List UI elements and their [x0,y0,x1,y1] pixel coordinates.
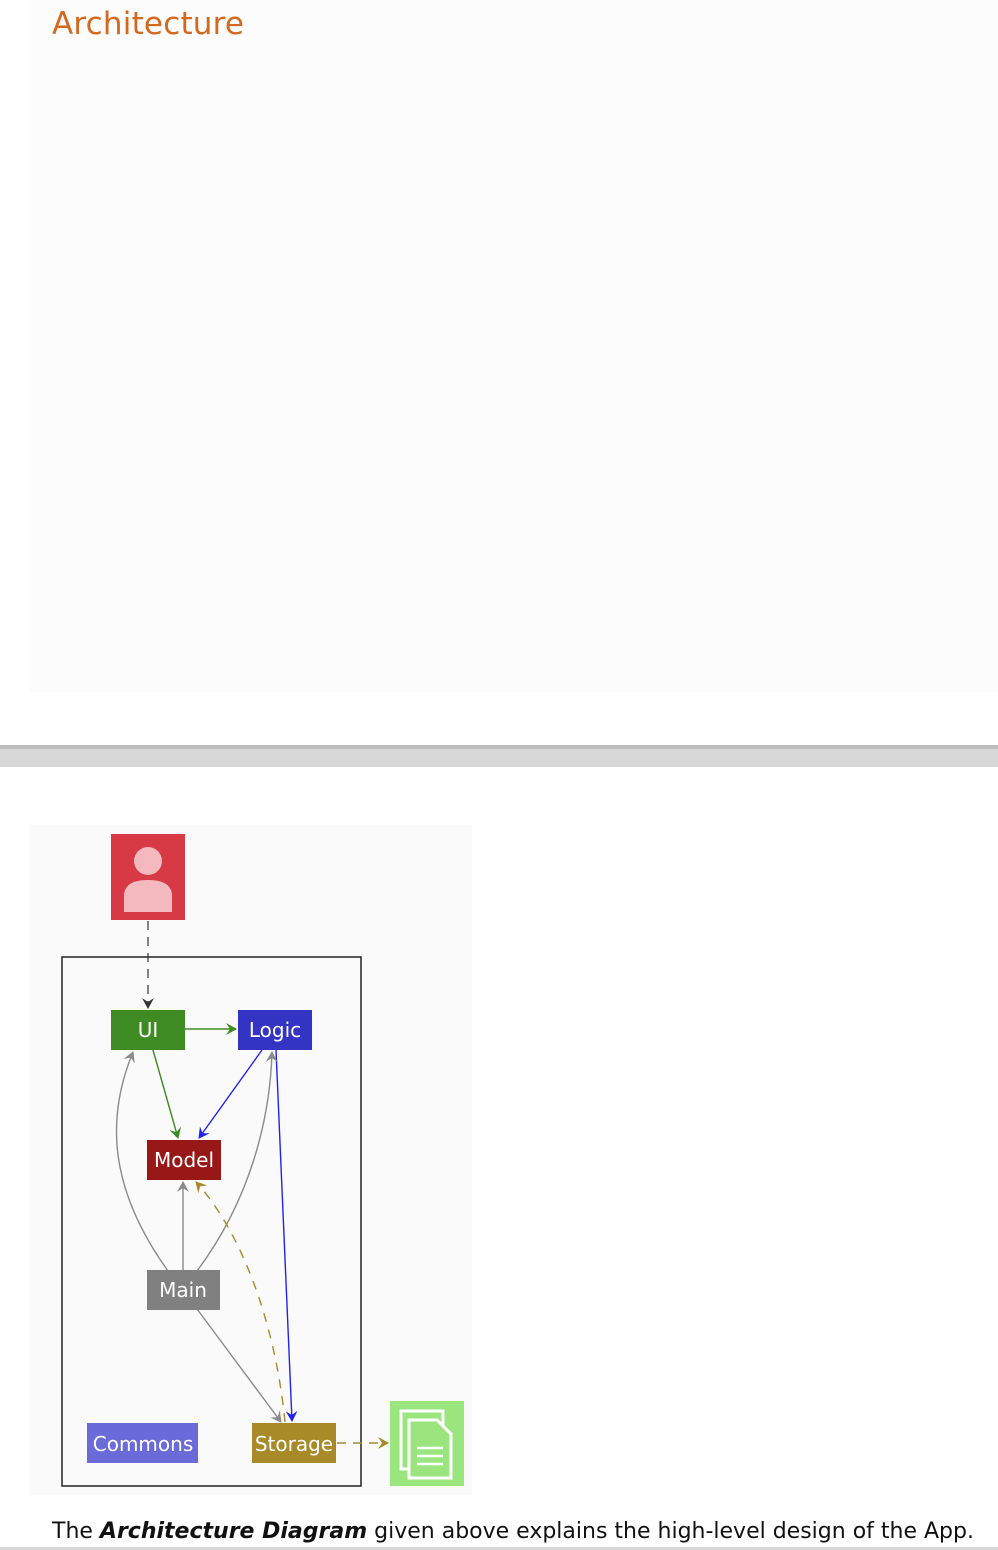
bottom-rule [0,1547,998,1550]
storage-to-model-arrow [195,1181,286,1423]
file-icon [390,1401,464,1486]
caption-emphasis: Architecture Diagram [99,1519,368,1544]
architecture-panel [30,0,998,692]
main-to-logic-arrow [196,1051,278,1272]
storage-node-label: Storage [255,1432,333,1456]
storage-node: Storage [252,1423,336,1463]
diagram-caption: The Architecture Diagram given above exp… [52,1519,974,1544]
logic-node-label: Logic [249,1018,301,1042]
caption-prefix: The [52,1519,100,1544]
logic-to-storage-arrow [275,1049,298,1422]
commons-node-label: Commons [93,1432,194,1456]
logic-to-model-arrow [198,1049,263,1139]
section-title: Architecture [52,6,245,42]
main-node: Main [147,1270,220,1310]
model-node: Model [147,1140,221,1180]
ui-node-label: UI [138,1018,159,1042]
logic-node: Logic [238,1010,312,1050]
diagram-panel [30,825,472,1495]
ui-node: UI [111,1010,185,1050]
divider [0,745,998,767]
main-to-ui-arrow [115,1051,169,1272]
user-icon [111,834,185,920]
commons-node: Commons [87,1423,198,1463]
main-to-storage-arrow [196,1308,282,1423]
app-boundary [61,956,362,1487]
main-node-label: Main [159,1278,207,1302]
caption-suffix: given above explains the high-level desi… [367,1519,974,1544]
ui-to-model-arrow [152,1049,182,1139]
model-node-label: Model [154,1148,214,1172]
